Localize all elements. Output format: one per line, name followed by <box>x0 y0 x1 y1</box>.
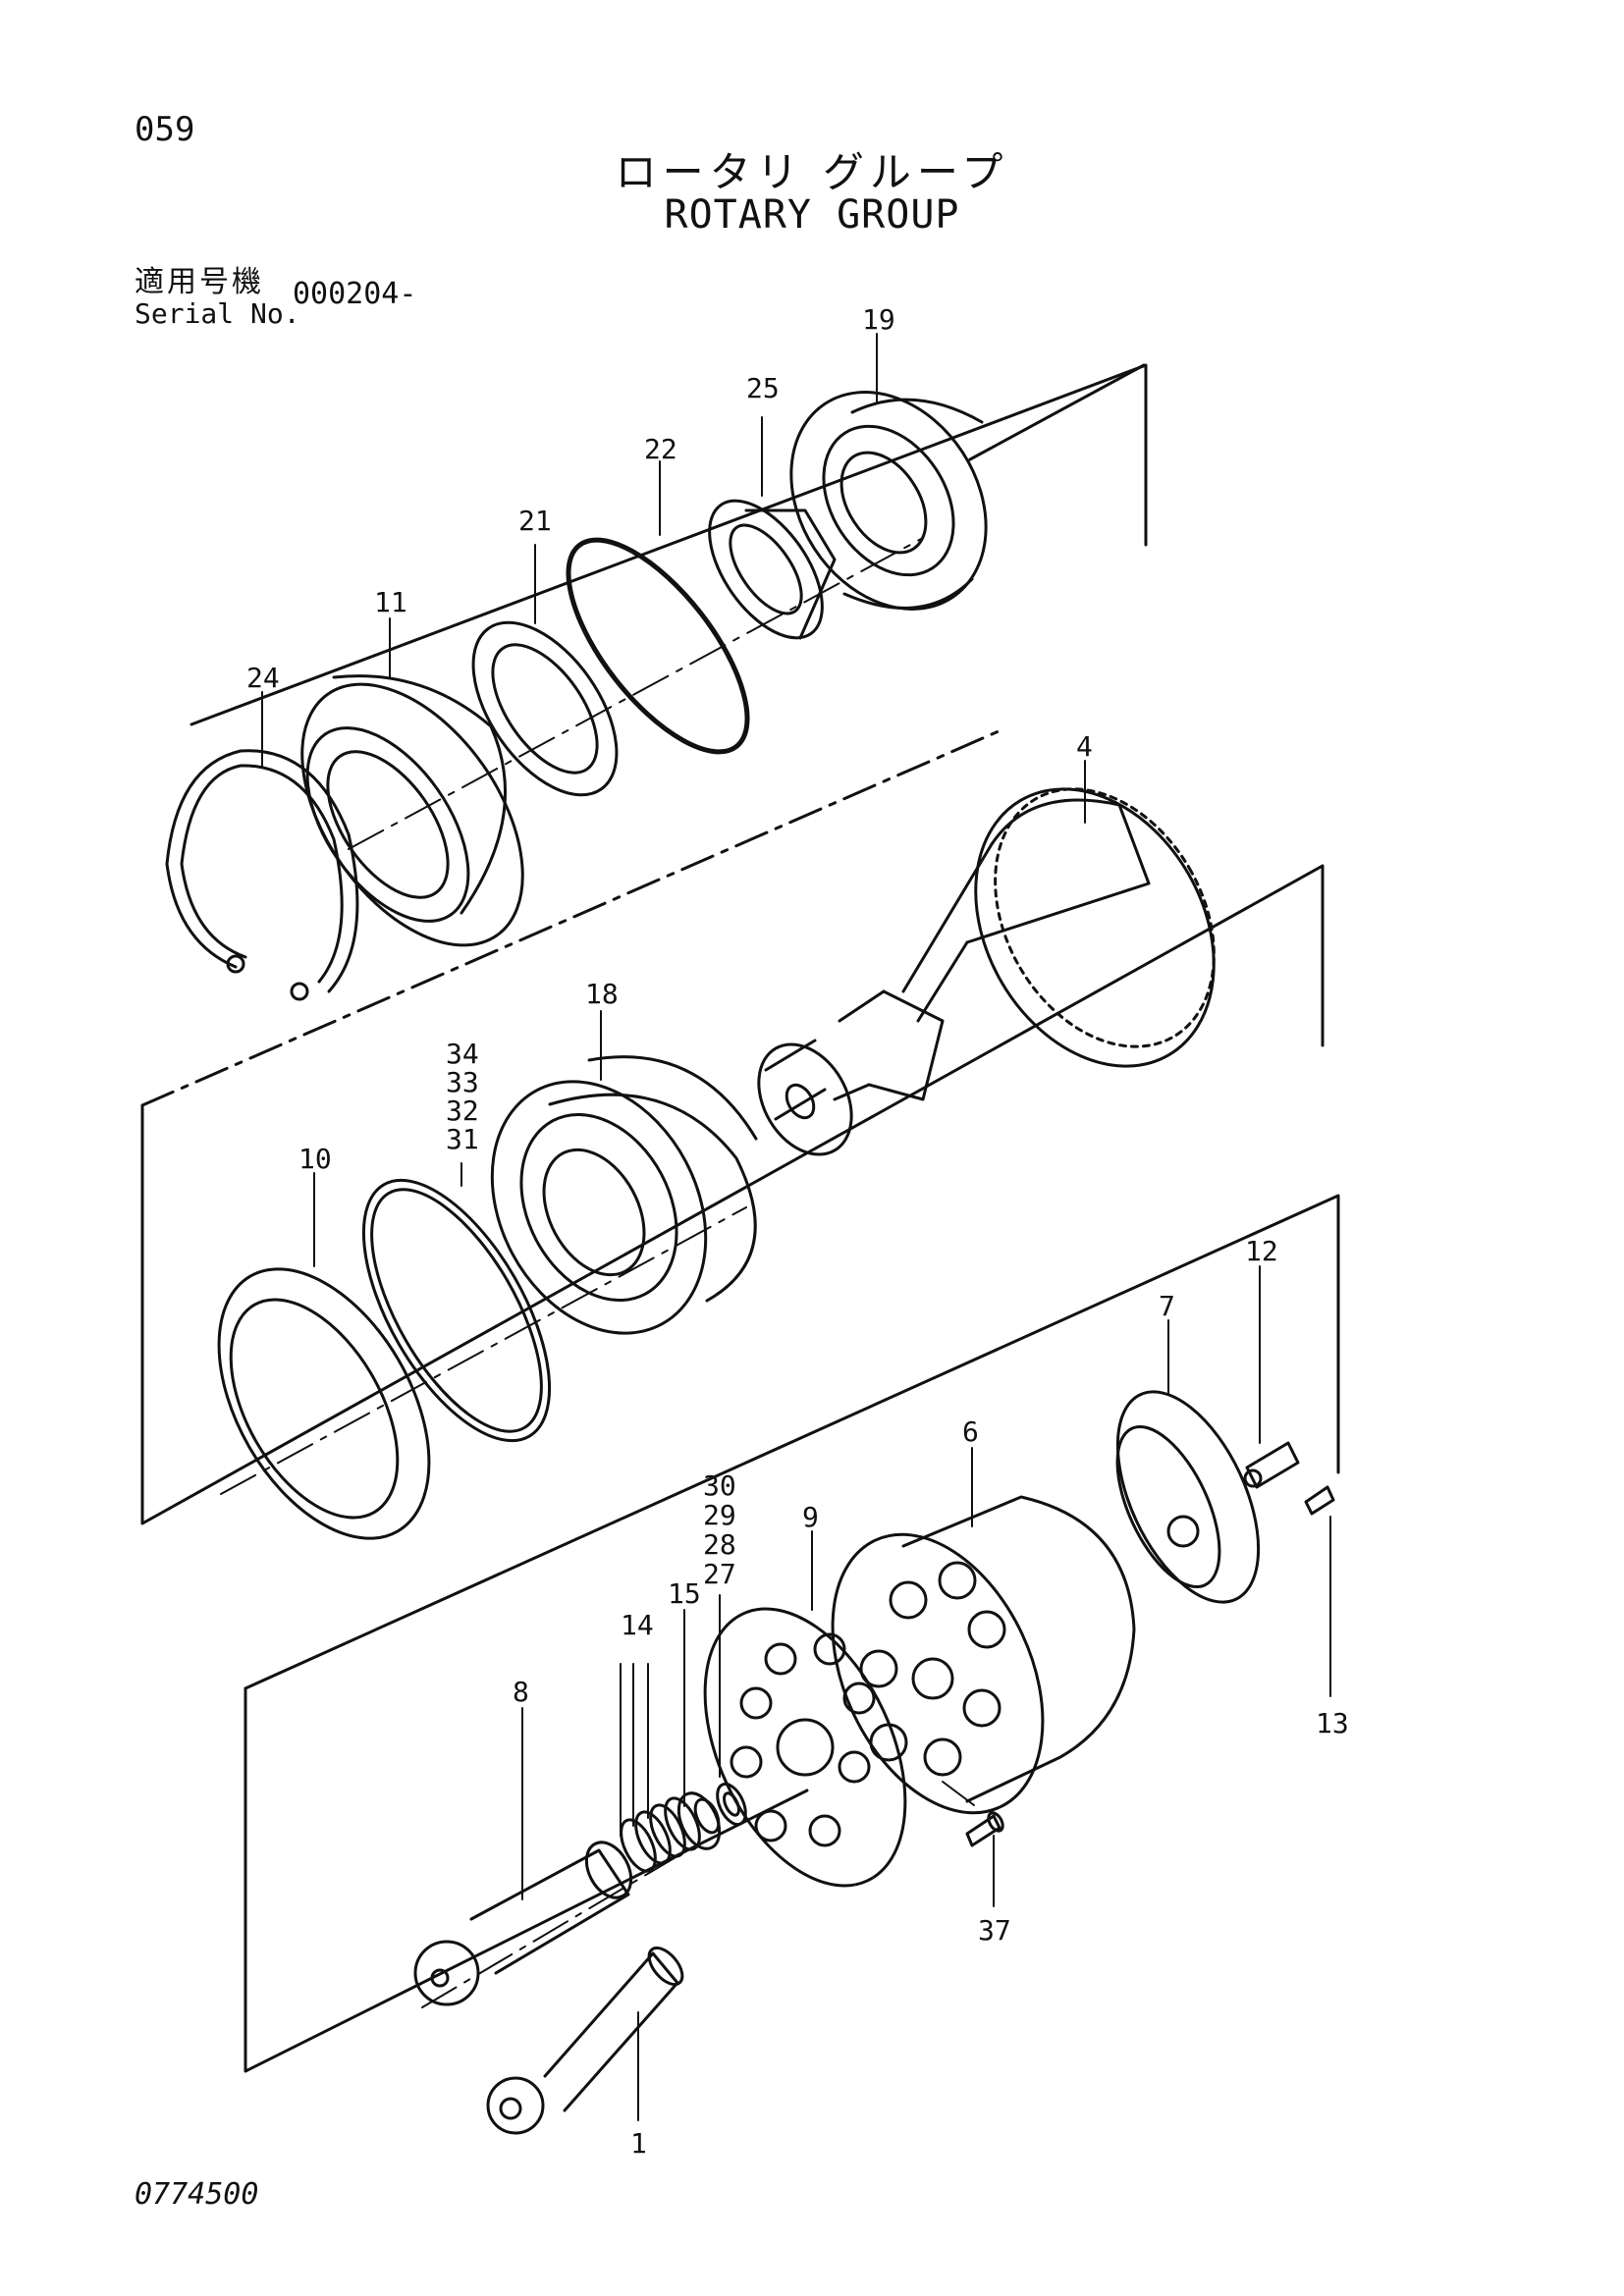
bearing-18 <box>490 1055 758 1335</box>
part-label-8: 8 <box>513 1676 529 1708</box>
valveplate-7 <box>1115 1390 1261 1604</box>
ring-21 <box>471 620 619 797</box>
frame-group-3 <box>244 1194 1340 2073</box>
frame-group-1 <box>189 363 1148 726</box>
part-label-12: 12 <box>1245 1235 1278 1267</box>
locknut-25 <box>708 499 837 640</box>
title-english: ROTARY GROUP <box>664 192 960 238</box>
centre-axes <box>220 537 983 2008</box>
page-number: 059 <box>135 110 195 149</box>
springs-14 <box>620 1796 701 1873</box>
screw-37 <box>965 1811 1004 1847</box>
part-label-13: 13 <box>1316 1707 1349 1739</box>
snapring-24 <box>165 749 359 1001</box>
part-label-31: 31 <box>446 1123 479 1155</box>
part-label-33: 33 <box>446 1066 479 1098</box>
part-label-21: 21 <box>518 505 552 537</box>
cylinderblock-6 <box>831 1495 1136 1815</box>
part-label-19: 19 <box>862 303 895 336</box>
bearing-19 <box>789 391 988 611</box>
part-label-24: 24 <box>246 662 280 694</box>
part-label-9: 9 <box>802 1501 819 1533</box>
pin-12 <box>1243 1441 1300 1489</box>
title-japanese: ロータリ グループ <box>615 148 1009 196</box>
part-label-11: 11 <box>374 586 407 618</box>
serial-label-english: Serial No. <box>135 297 300 330</box>
part-label-18: 18 <box>585 978 619 1010</box>
part-label-25: 25 <box>746 372 780 404</box>
part-label-22: 22 <box>644 433 677 465</box>
part-label-27: 27 <box>703 1558 736 1590</box>
frame-group-2 <box>140 729 1325 1525</box>
part-label-32: 32 <box>446 1095 479 1127</box>
part-label-6: 6 <box>962 1415 979 1448</box>
seal-31-inner <box>370 1188 543 1433</box>
part-label-29: 29 <box>703 1499 736 1531</box>
housing-11 <box>300 674 524 947</box>
shoe-1 <box>486 1946 684 2135</box>
part-label-30: 30 <box>703 1469 736 1502</box>
ring-10 <box>217 1267 431 1540</box>
part-label-7: 7 <box>1159 1290 1175 1322</box>
washer-27 <box>716 1782 747 1827</box>
leader-lines <box>261 333 1331 2121</box>
seal-31 <box>361 1178 552 1443</box>
part-label-10: 10 <box>298 1143 332 1175</box>
part-label-1: 1 <box>630 2127 647 2160</box>
part-label-34: 34 <box>446 1038 479 1070</box>
part-label-15: 15 <box>668 1577 701 1610</box>
part-label-4: 4 <box>1076 730 1093 763</box>
shaft-gear-4 <box>757 787 1216 1156</box>
part-label-28: 28 <box>703 1528 736 1561</box>
oring-22 <box>566 537 750 755</box>
retainerplate-9 <box>703 1607 907 1888</box>
serial-label-japanese: 適用号機 <box>135 265 264 299</box>
pin-13 <box>1304 1485 1335 1516</box>
serial-number-value: 000204- <box>293 277 417 311</box>
piston-8 <box>413 1841 633 2006</box>
footer-drawing-code: 0774500 <box>135 2177 259 2212</box>
part-label-37: 37 <box>978 1914 1011 1947</box>
part-label-14: 14 <box>621 1609 654 1641</box>
